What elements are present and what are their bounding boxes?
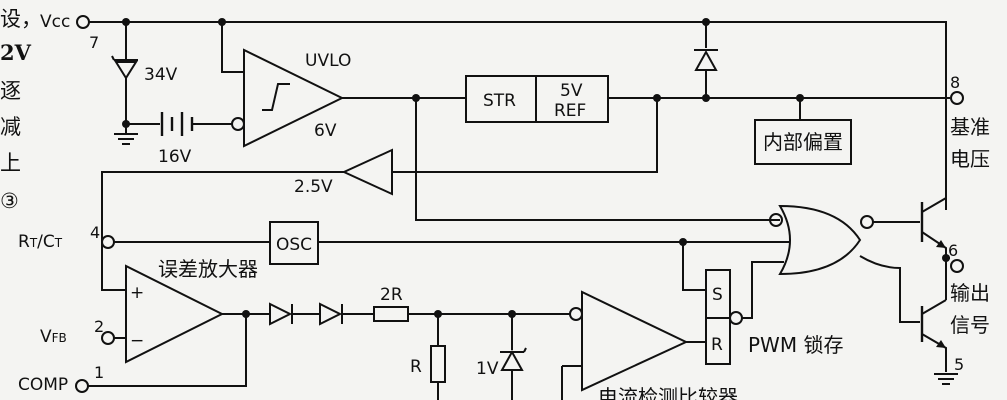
zener-1v-symbol xyxy=(500,347,527,371)
output-signal-label-2: 信号 xyxy=(950,313,990,337)
str-label: STR xyxy=(483,91,516,111)
gate-output-bubble-top xyxy=(860,215,874,229)
uvlo-comparator xyxy=(243,48,345,148)
pin-vfb-number: 2 xyxy=(94,317,104,336)
uvlo-to-gate-wire xyxy=(415,98,780,221)
gate-input-bubble xyxy=(769,213,783,227)
edge-text-3: 逐 xyxy=(0,79,21,103)
internal-bias-label: 内部偏置 xyxy=(763,130,843,154)
edge-text-4: 减 xyxy=(0,115,21,139)
pin-vfb-terminal xyxy=(101,331,115,345)
junction xyxy=(242,310,250,318)
buffer-output-wire xyxy=(101,171,344,291)
pin-6-terminal xyxy=(950,259,964,273)
uvlo-label: UVLO xyxy=(305,51,351,71)
internal-bias-block xyxy=(754,119,852,165)
latch-s-label: S xyxy=(712,285,723,305)
edge-text-6: ③ xyxy=(0,189,19,213)
current-sense-section: 电流检测比较器 xyxy=(561,290,738,400)
output-stage: 6 输出 信号 5 xyxy=(920,192,990,385)
output-signal-label-1: 输出 xyxy=(950,281,990,305)
osc-section: RT/CT 4 OSC xyxy=(18,221,790,291)
lower-transistor-collector xyxy=(921,299,947,315)
pin-vcc-number: 7 xyxy=(89,33,99,52)
hysteresis-icon xyxy=(262,83,290,111)
buffer-input-wire xyxy=(392,98,658,173)
gate-output-wire-bottom xyxy=(859,255,920,323)
error-amp-section: 误差放大器 + − VFB 2 COMP 1 2R R 1V xyxy=(18,257,570,400)
uvlo-input-wire xyxy=(221,22,244,73)
resistor-2r-label: 2R xyxy=(380,285,403,305)
osc-to-latch-s-wire xyxy=(682,242,706,291)
buffer-2-5v-label: 2.5V xyxy=(294,177,333,197)
vcc-rail-wire xyxy=(89,21,947,210)
current-sense-bubble xyxy=(569,307,583,321)
ref-voltage-label-1: 基准 xyxy=(950,115,990,139)
uvlo-6v-label: 6V xyxy=(314,121,337,141)
error-amp-label: 误差放大器 xyxy=(158,257,258,281)
ground-symbol xyxy=(934,373,958,385)
ref-5v-label: 5V xyxy=(560,81,583,101)
buffer-2-5v-section: 2.5V xyxy=(101,98,658,291)
page-edge-text: 设， 2V 逐 减 上 ③ xyxy=(0,7,42,213)
edge-text-1: 设， xyxy=(0,7,42,31)
edge-text-5: 上 xyxy=(0,151,21,175)
pin-rtct-name: RT/CT xyxy=(18,232,63,252)
error-amp-plus: + xyxy=(130,283,144,303)
latch-q-bar-bubble xyxy=(729,311,743,325)
pwm-latch-label: PWM 锁存 xyxy=(748,333,843,357)
error-amp-minus: − xyxy=(130,331,144,351)
pin-comp-name: COMP xyxy=(18,375,68,395)
ref-voltage-label-2: 电压 xyxy=(950,147,990,171)
ref-diode-symbol xyxy=(694,49,718,71)
diode-1-symbol xyxy=(269,302,293,326)
error-amplifier xyxy=(125,264,225,364)
battery-16v-label: 16V xyxy=(158,147,192,167)
upper-transistor-collector xyxy=(921,192,947,213)
pin-6-number: 6 xyxy=(948,241,958,260)
osc-label: OSC xyxy=(276,235,312,255)
vcc-section: Vcc 7 34V 16V UVLO 6V STR xyxy=(40,12,990,210)
current-sense-input-wire xyxy=(561,365,582,400)
pin-8-number: 8 xyxy=(950,73,960,92)
ref-label: REF xyxy=(554,101,586,121)
pin-vcc-terminal xyxy=(76,15,90,29)
pin-5-number: 5 xyxy=(954,355,964,374)
latch-r-label: R xyxy=(711,335,723,355)
pin-8-terminal xyxy=(950,91,964,105)
osc-block xyxy=(269,221,319,265)
buffer-2-5v xyxy=(341,148,393,196)
battery-16v-symbol xyxy=(160,112,194,136)
ground-symbol xyxy=(114,124,138,145)
zener-1v-label: 1V xyxy=(476,359,499,379)
nor-gate xyxy=(778,204,862,276)
uvlo-inverting-bubble xyxy=(231,117,245,131)
pin-comp-number: 1 xyxy=(94,363,104,382)
diode-2-symbol xyxy=(319,302,343,326)
latch-to-gate-wire xyxy=(742,261,784,319)
zener-34v-symbol xyxy=(111,55,138,80)
nor-gate-section xyxy=(769,204,920,323)
comp-wire xyxy=(88,314,247,387)
pin-comp-terminal xyxy=(75,379,89,393)
pin-rtct-number: 4 xyxy=(90,223,100,242)
lower-emitter-arrow xyxy=(936,340,946,348)
edge-text-2: 2V xyxy=(0,40,32,65)
pwm-latch-section: S R PWM 锁存 xyxy=(705,261,843,365)
current-sense-label: 电流检测比较器 xyxy=(598,385,738,400)
upper-emitter-arrow xyxy=(936,240,946,248)
resistor-r-label: R xyxy=(410,357,422,377)
zener-34v-label: 34V xyxy=(144,65,178,85)
pin-vfb-name: VFB xyxy=(40,327,67,347)
pin-rtct-terminal xyxy=(101,235,115,249)
pin-vcc-name: Vcc xyxy=(40,12,70,32)
lower-transistor-emitter xyxy=(921,333,947,372)
resistor-r xyxy=(430,345,446,383)
current-sense-comparator xyxy=(581,290,689,392)
resistor-2r xyxy=(373,306,409,322)
